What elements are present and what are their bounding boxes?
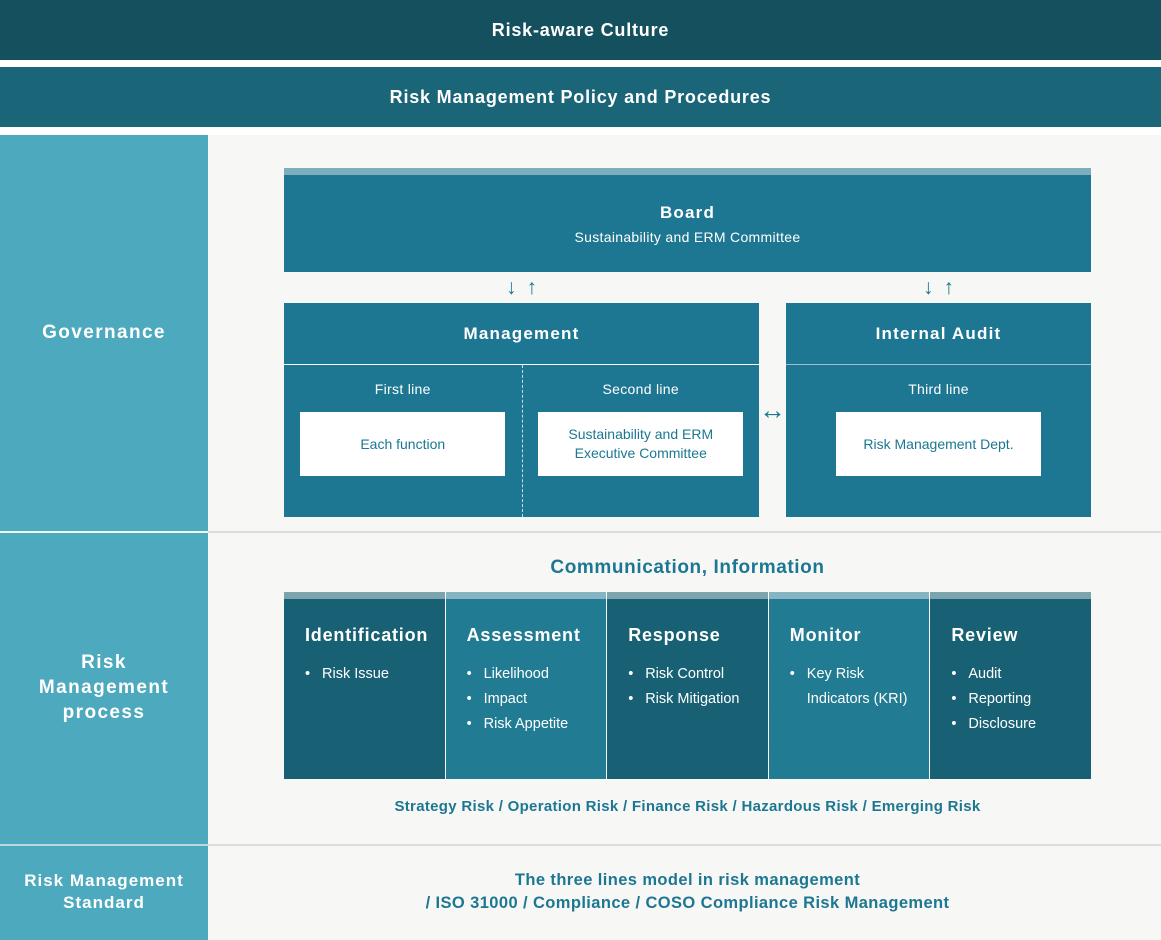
standard-line-2: / ISO 31000 / Compliance / COSO Complian… [425, 894, 950, 912]
board-top-strip [284, 168, 1091, 175]
banner-label: Risk-aware Culture [491, 19, 670, 40]
management-title: Management [284, 303, 759, 365]
standard-section: The three lines model in risk management… [208, 846, 1161, 938]
process-item: Audit [951, 662, 1081, 687]
sidebar-label: Risk Management process [38, 652, 170, 723]
communication-heading: Communication, Information [550, 557, 825, 578]
third-line-label: Third line [908, 381, 969, 397]
risk-types-line: Strategy Risk / Operation Risk / Finance… [394, 798, 981, 815]
sidebar-section-governance: Governance [0, 135, 208, 533]
internal-audit-body: Third line Risk Management Dept. [786, 365, 1091, 517]
column-top-strip [930, 592, 1091, 599]
content-row: Governance Risk Management process Risk … [0, 135, 1161, 940]
column-body: Review AuditReportingDisclosure [930, 599, 1091, 779]
management-body: First line Each function Second line Sus… [284, 365, 759, 517]
board-title: Board [659, 202, 716, 222]
arrow-up-icon: ↑ [526, 276, 538, 299]
column-top-strip [607, 592, 768, 599]
board-subtitle: Sustainability and ERM Committee [574, 228, 801, 245]
first-line-label: First line [374, 381, 431, 397]
column-top-strip [284, 592, 445, 599]
column-title: Assessment [466, 625, 581, 645]
three-lines-row: Management First line Each function Seco… [284, 303, 1091, 517]
column-body: Assessment LikelihoodImpactRisk Appetite [445, 599, 607, 779]
process-item: Key Risk Indicators (KRI) [790, 662, 920, 712]
diagram-main: Board Sustainability and ERM Committee ↓… [208, 135, 1161, 940]
second-line-label: Second line [602, 381, 679, 397]
process-column-assessment: Assessment LikelihoodImpactRisk Appetite [444, 592, 607, 779]
column-item-list: AuditReportingDisclosure [951, 662, 1091, 737]
management-audit-gap: ↔ [759, 303, 786, 517]
column-top-strip [445, 592, 607, 599]
management-box: Management First line Each function Seco… [284, 303, 759, 517]
column-body: Identification Risk Issue [284, 599, 445, 779]
process-item: Risk Appetite [467, 712, 597, 737]
column-title: Identification [305, 625, 429, 645]
column-title: Review [951, 625, 1019, 645]
column-title: Response [628, 625, 721, 645]
process-item: Reporting [951, 687, 1081, 712]
governance-section: Board Sustainability and ERM Committee ↓… [208, 135, 1161, 533]
sidebar-label: Governance [42, 321, 166, 343]
process-item: Likelihood [467, 662, 597, 687]
process-item: Risk Control [628, 662, 758, 687]
column-title: Monitor [789, 625, 862, 645]
column-body: Response Risk ControlRisk Mitigation [607, 599, 768, 779]
arrow-up-icon: ↑ [943, 276, 955, 299]
standard-text: The three lines model in risk management… [284, 869, 1091, 915]
second-line-cell: Second line Sustainability and ERM Execu… [521, 365, 760, 517]
sidebar-label: Risk Management Standard [24, 870, 184, 912]
process-item: Risk Mitigation [628, 687, 758, 712]
internal-audit-box: Internal Audit Third line Risk Managemen… [786, 303, 1091, 517]
risk-aware-culture-banner: Risk-aware Culture [0, 0, 1161, 60]
column-item-list: Risk Issue [305, 662, 445, 687]
process-columns: Identification Risk Issue Assessment Lik… [284, 592, 1091, 779]
first-line-function-box: Each function [300, 412, 506, 476]
sidebar-section-standard: Risk Management Standard [0, 846, 208, 938]
board-block: Board Sustainability and ERM Committee [284, 168, 1091, 272]
process-section: Communication, Information Identificatio… [208, 533, 1161, 846]
sidebar-section-process: Risk Management process [0, 533, 208, 846]
arrow-down-icon: ↓ [506, 276, 517, 299]
third-line-function-box: Risk Management Dept. [836, 412, 1041, 476]
column-item-list: LikelihoodImpactRisk Appetite [467, 662, 607, 737]
column-item-list: Key Risk Indicators (KRI) [790, 662, 930, 712]
banner-divider [0, 127, 1161, 135]
standard-line-1: The three lines model in risk management [514, 871, 861, 889]
second-line-function-box: Sustainability and ERM Executive Committ… [538, 412, 744, 476]
column-top-strip [768, 592, 930, 599]
process-column-monitor: Monitor Key Risk Indicators (KRI) [767, 592, 930, 779]
column-item-list: Risk ControlRisk Mitigation [628, 662, 768, 712]
arrow-down-icon: ↓ [923, 276, 934, 299]
process-item: Disclosure [951, 712, 1081, 737]
internal-audit-title: Internal Audit [786, 303, 1091, 365]
arrow-pair-left: ↓ ↑ [284, 277, 759, 298]
banner-divider [0, 60, 1161, 67]
process-column-response: Response Risk ControlRisk Mitigation [606, 592, 768, 779]
arrow-pair-right: ↓ ↑ [786, 277, 1091, 298]
process-item: Risk Issue [305, 662, 435, 687]
board-box: Board Sustainability and ERM Committee [284, 175, 1091, 272]
first-line-cell: First line Each function [284, 365, 522, 517]
policy-banner: Risk Management Policy and Procedures [0, 67, 1161, 127]
column-body: Monitor Key Risk Indicators (KRI) [768, 599, 930, 779]
process-item: Impact [467, 687, 597, 712]
arrow-left-right-icon: ↔ [759, 394, 786, 425]
category-sidebar: Governance Risk Management process Risk … [0, 135, 208, 940]
process-column-review: Review AuditReportingDisclosure [929, 592, 1091, 779]
board-management-arrows: ↓ ↑ ↓ ↑ [284, 272, 1091, 303]
banner-label: Risk Management Policy and Procedures [389, 86, 772, 107]
process-column-identification: Identification Risk Issue [284, 592, 445, 779]
